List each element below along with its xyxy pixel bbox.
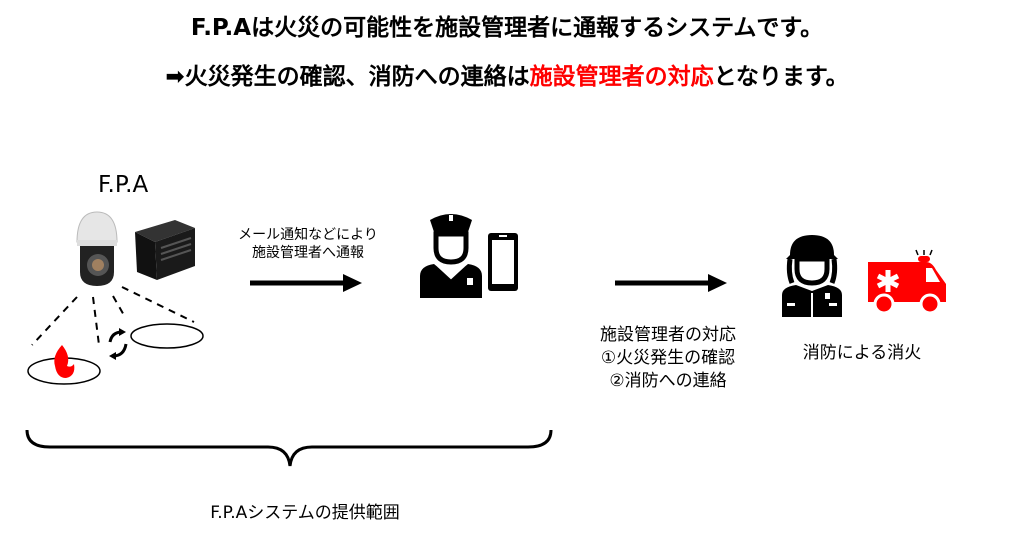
manager-response-step1: ①火災発生の確認	[600, 348, 736, 368]
firefighter-icon	[782, 235, 842, 317]
fire-dept-label: 消防による消火	[802, 343, 922, 363]
headline-line2: ➡火災発生の確認、消防への連絡は施設管理者の対応となります。	[0, 57, 1014, 91]
edge-device-icon	[135, 220, 195, 280]
manager-response-text: 施設管理者の対応 ①火災発生の確認 ②消防への連絡	[568, 324, 768, 393]
smartphone-icon	[488, 233, 518, 291]
rotate-arrows-icon	[108, 330, 128, 358]
scope-brace	[25, 429, 553, 467]
fire-icon	[54, 345, 75, 378]
manager-response-step2: ②消防への連絡	[609, 371, 727, 391]
fpa-label: F.P.A	[98, 172, 149, 198]
headline-line2-prefix: ➡火災発生の確認、消防への連絡は	[165, 64, 530, 90]
ambulance-icon	[868, 249, 946, 315]
view-line	[121, 286, 195, 323]
headline-line2-suffix: となります。	[713, 64, 849, 90]
headline-line1: F.P.Aは火災の可能性を施設管理者に通報するシステムです。	[190, 15, 824, 41]
headline-highlight: 施設管理者の対応	[529, 64, 714, 90]
view-line	[92, 296, 100, 346]
scope-label: F.P.Aシステムの提供範囲	[210, 503, 400, 523]
manager-response-title: 施設管理者の対応	[600, 325, 736, 345]
ptz-camera-icon	[76, 211, 118, 286]
notify-line1: メール通知などにより	[238, 227, 378, 243]
view-line	[31, 296, 78, 346]
facility-manager-icon	[420, 214, 482, 298]
notify-text: メール通知などにより 施設管理者へ通報	[228, 226, 388, 262]
notify-line2: 施設管理者へ通報	[252, 245, 364, 261]
view-line	[112, 295, 126, 318]
monitor-area	[130, 323, 204, 349]
